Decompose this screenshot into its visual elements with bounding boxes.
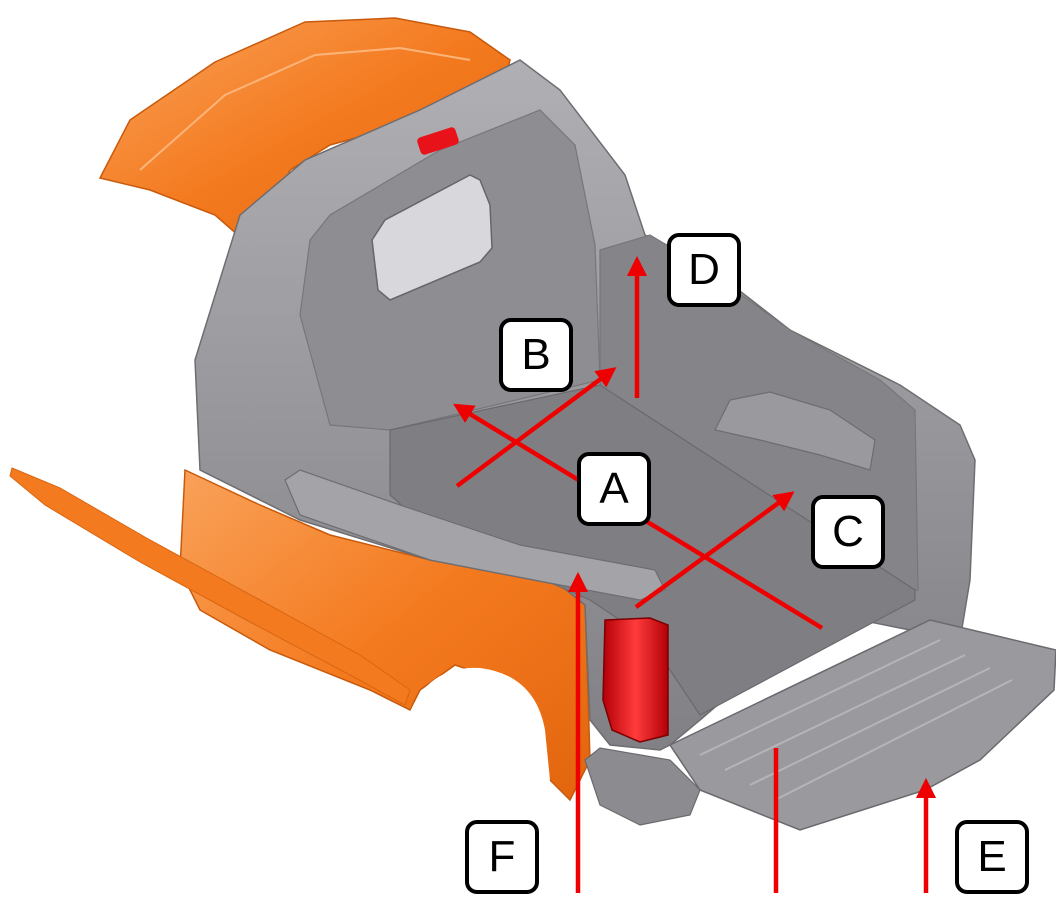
label-f: F: [465, 820, 539, 894]
wheel-well-hump: [714, 391, 876, 471]
rear-bumper: [584, 747, 701, 826]
label-e: E: [955, 820, 1029, 894]
tailgate-ribs: [699, 639, 1013, 801]
label-c: C: [811, 495, 885, 569]
label-a: A: [577, 452, 651, 526]
label-b: B: [499, 318, 573, 392]
sill-strip: [9, 467, 411, 706]
wheel-arch: [410, 667, 550, 790]
label-d: D: [667, 233, 741, 307]
cab-window: [371, 174, 493, 301]
arrow-c: [634, 491, 795, 609]
arrow-b: [455, 367, 617, 488]
left-bed-rail: [284, 469, 666, 601]
rear-door-crease: [139, 46, 471, 171]
door-marker-light: [417, 127, 459, 155]
tail-light: [602, 617, 669, 743]
